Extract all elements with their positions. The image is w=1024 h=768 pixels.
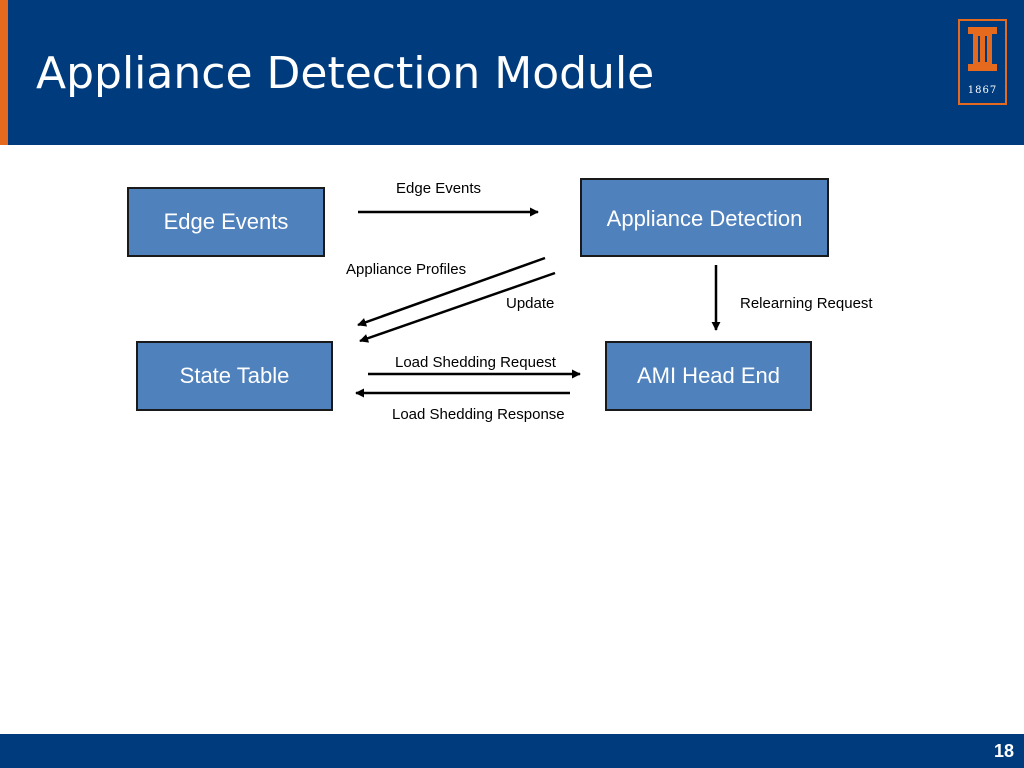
slide-title: Appliance Detection Module <box>36 48 655 99</box>
node-appliance-detection: Appliance Detection <box>580 178 829 257</box>
label-appliance-profiles: Appliance Profiles <box>346 261 467 278</box>
footer-bar: 18 <box>0 734 1024 768</box>
arrow-update <box>359 271 556 343</box>
label-load-shedding-response: Load Shedding Response <box>392 406 565 423</box>
title-bar: Appliance Detection Module 1867 <box>0 0 1024 145</box>
label-load-shedding-request: Load Shedding Request <box>395 354 556 371</box>
university-logo: 1867 <box>958 19 1007 105</box>
page-number: 18 <box>993 741 1014 761</box>
node-ami-head-end: AMI Head End <box>605 341 812 411</box>
label-update: Update <box>506 295 555 312</box>
label-relearning-request: Relearning Request <box>740 295 873 312</box>
node-edge-events: Edge Events <box>127 187 325 257</box>
label-edge-events: Edge Events <box>396 180 482 197</box>
header-accent-stripe <box>0 0 8 145</box>
logo-year: 1867 <box>967 85 998 96</box>
arrow-appliance-profiles <box>357 256 546 327</box>
university-column-icon <box>968 27 997 71</box>
node-state-table: State Table <box>136 341 333 411</box>
